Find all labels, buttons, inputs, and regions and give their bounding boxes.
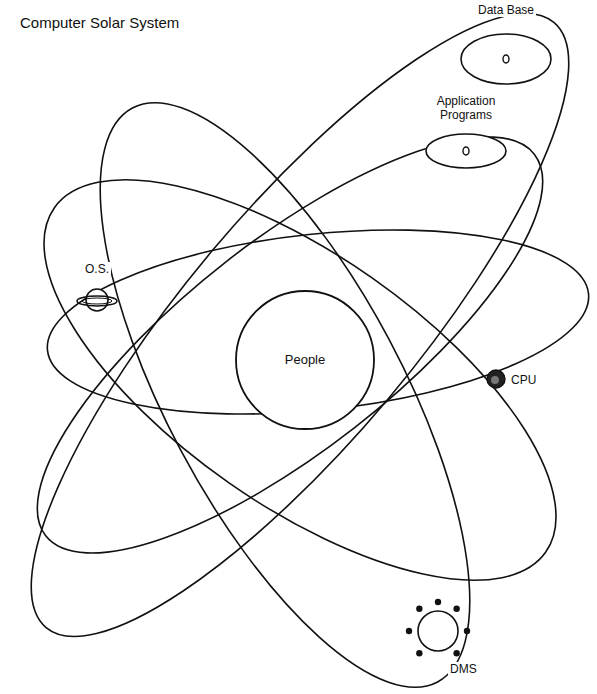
moon-dot (453, 650, 459, 656)
planet-label: DMS (448, 662, 479, 676)
planet-ring (82, 298, 112, 304)
planet-shape (405, 598, 471, 664)
planet-core (463, 147, 469, 155)
planet-body (418, 611, 458, 651)
orbit (28, 53, 542, 694)
planet-node: Data Base (460, 33, 552, 85)
moon-dot (464, 628, 470, 634)
orbit (0, 106, 597, 655)
planet-label: Application Programs (425, 94, 507, 123)
planet-shape (425, 133, 507, 169)
planet-ellipse (426, 134, 506, 168)
planet-label: People (283, 352, 327, 368)
planet-shape (77, 284, 117, 316)
moon-dot (416, 650, 422, 656)
planet-shape (460, 33, 552, 85)
planet-ellipse (461, 34, 551, 84)
diagram-title: Computer Solar System (18, 14, 181, 31)
sun-circle (236, 291, 374, 429)
planet-ring (77, 296, 117, 306)
planet-body (487, 370, 505, 388)
planet-label: Data Base (476, 3, 536, 17)
planet-node: O.S. (77, 284, 117, 316)
orbit (38, 206, 597, 438)
planet-label: CPU (509, 373, 538, 387)
orbit (0, 71, 597, 618)
planet-node: People (235, 290, 375, 430)
moon-dot (453, 606, 459, 612)
moon-dot (406, 628, 412, 634)
planet-node: Application Programs (425, 133, 507, 169)
planet-core (503, 55, 509, 63)
planet-body (86, 289, 108, 311)
moon-dot (416, 606, 422, 612)
planet-label: O.S. (83, 262, 111, 276)
planet-node: CPU (486, 369, 506, 389)
moon-dot (435, 599, 441, 605)
planet-shade (491, 376, 499, 384)
planet-shape (486, 369, 506, 389)
planet-node: DMS (405, 598, 471, 664)
